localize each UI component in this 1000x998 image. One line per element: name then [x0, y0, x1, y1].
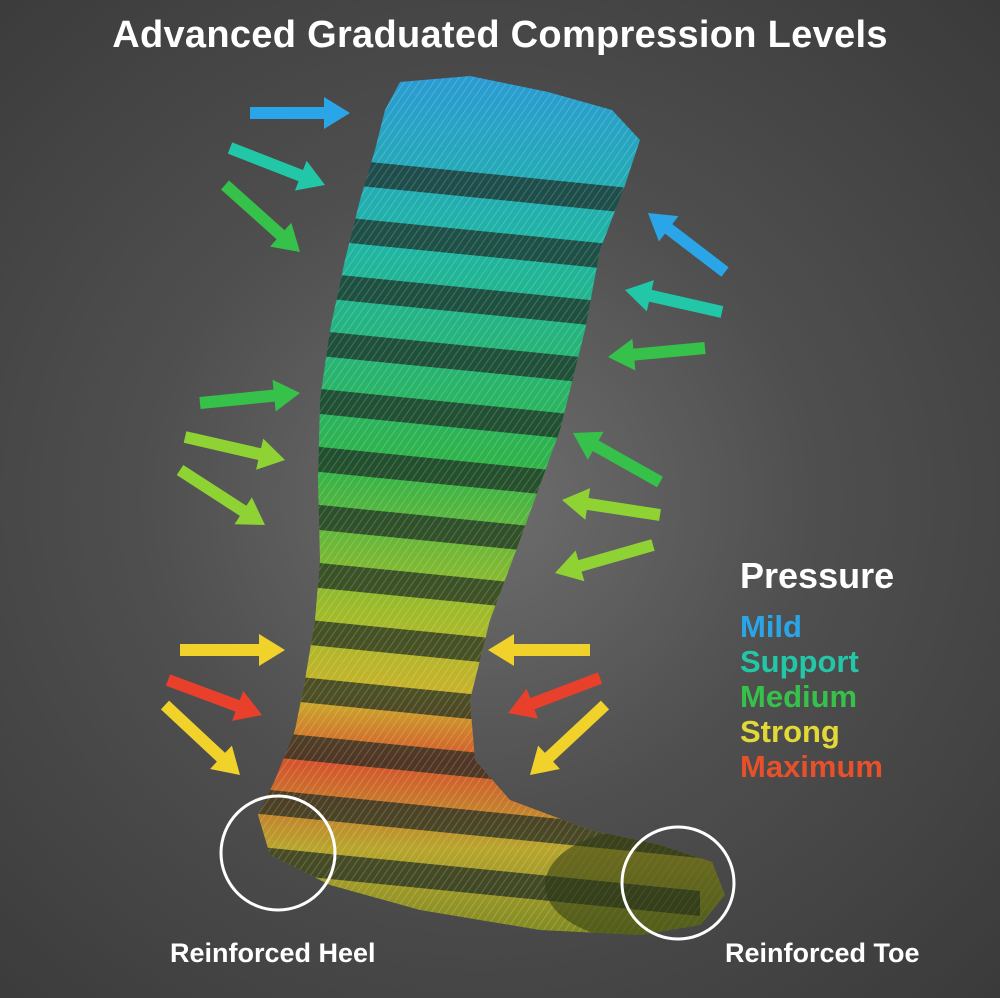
pressure-arrow: [625, 280, 724, 318]
pressure-arrows: [160, 97, 729, 775]
pressure-legend: Pressure Mild Support Medium Strong Maxi…: [740, 555, 894, 784]
pressure-arrow: [608, 338, 706, 371]
pressure-arrow: [250, 97, 350, 129]
pressure-arrow: [180, 634, 285, 666]
legend-item-support: Support: [740, 644, 859, 679]
pressure-arrow: [488, 634, 590, 666]
pressure-arrow: [573, 431, 663, 488]
legend-item-maximum: Maximum: [740, 749, 883, 784]
pressure-arrow: [227, 142, 325, 191]
pressure-arrow: [183, 431, 285, 470]
toe-highlight-circle: [620, 825, 736, 941]
diagram-title: Advanced Graduated Compression Levels: [112, 14, 888, 56]
legend-item-mild: Mild: [740, 609, 802, 644]
compression-sock: [258, 76, 725, 935]
pressure-arrow: [648, 213, 729, 277]
sock-knit-texture: [258, 76, 725, 935]
pressure-arrow: [160, 700, 240, 775]
pressure-arrow: [530, 700, 610, 775]
pressure-arrow: [508, 672, 603, 719]
pressure-arrow: [176, 465, 265, 525]
legend-item-strong: Strong: [740, 714, 840, 749]
reinforced-toe-label: Reinforced Toe: [725, 938, 920, 968]
sock-toe-shade: [545, 830, 725, 935]
reinforced-heel-label: Reinforced Heel: [170, 938, 376, 968]
heel-highlight-circle: [219, 794, 337, 912]
pressure-arrow: [221, 180, 300, 252]
legend-item-medium: Medium: [740, 679, 858, 714]
legend-title: Pressure: [740, 555, 895, 596]
pressure-arrow: [562, 488, 661, 521]
sock-bands: [258, 76, 725, 935]
pressure-arrow: [555, 539, 655, 582]
pressure-arrow: [165, 674, 262, 721]
pressure-arrow: [199, 379, 300, 412]
